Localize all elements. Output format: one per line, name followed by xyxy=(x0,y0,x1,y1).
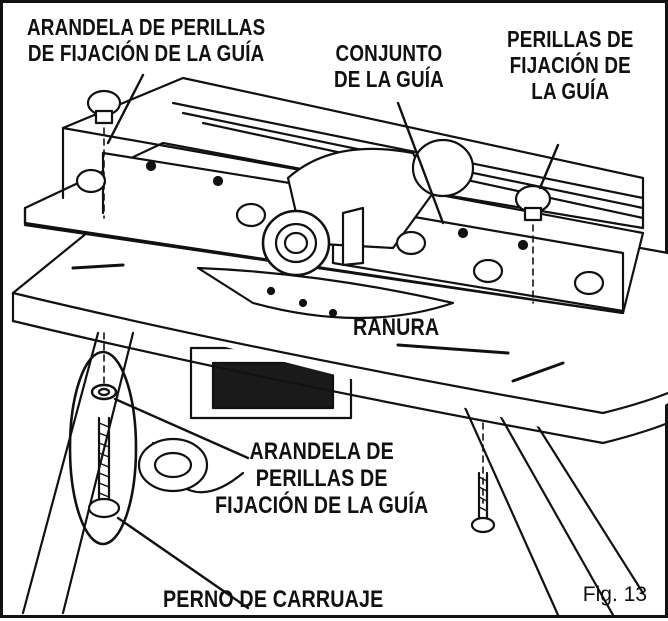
router-motor xyxy=(137,346,353,494)
figure-label: Fig. 13 xyxy=(582,583,647,606)
leader-lines xyxy=(106,73,560,610)
callout-slot: RANURA xyxy=(353,314,440,341)
callout-carriage-bolt: PERNO DE CARRUAJE xyxy=(163,586,384,613)
callout-washer-top: ARANDELA DE PERILLAS DE FIJACIÓN DE LA G… xyxy=(27,14,266,66)
fence-locking-knobs xyxy=(75,89,605,296)
callout-washer-bottom: ARANDELA DE PERILLAS DE FIJACIÓN DE LA G… xyxy=(215,438,429,519)
callout-fence-assembly: CONJUNTO DE LA GUÍA xyxy=(334,40,444,92)
table-legs xyxy=(21,331,645,617)
router-table-illustration xyxy=(11,73,668,617)
exploded-hardware xyxy=(87,127,534,534)
callout-locking-knobs: PERILLAS DE FIJACIÓN DE LA GUÍA xyxy=(507,26,634,104)
callout-ellipse xyxy=(68,350,138,546)
